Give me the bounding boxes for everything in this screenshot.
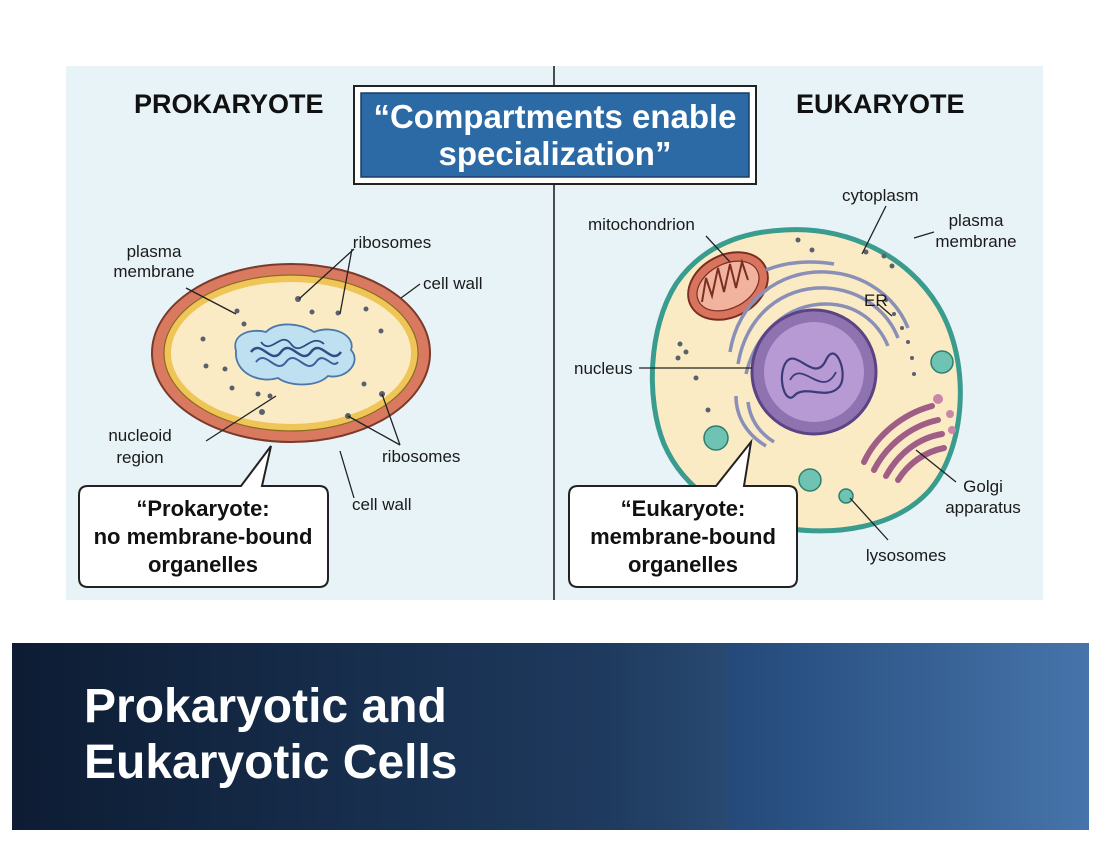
eukaryote-cell: cytoplasm plasma membrane mitochondrion … [574,186,1021,565]
prokaryote-leader-lines [185,248,421,499]
label-nucleus: nucleus [574,359,633,378]
eukaryote-callout-line1: “Eukaryote: [621,496,746,521]
banner-text-line1: “Compartments enable [373,98,736,135]
prokaryote-heading: PROKARYOTE [134,89,324,119]
eukaryote-leader-lines [639,205,957,541]
prokaryote-callout: “Prokaryote: no membrane-bound organelle… [78,445,329,588]
label-golgi-apparatus: apparatus [945,498,1021,517]
label-golgi-apparatus: Golgi [963,477,1003,496]
label-cell-wall-bottom: cell wall [352,495,412,514]
golgi-apparatus [861,403,947,483]
slide-title-bar: Prokaryotic and Eukaryotic Cells [12,643,1089,830]
slide-title-line1: Prokaryotic and [84,680,447,733]
label-er: ER [864,291,888,310]
dna-strand [249,346,343,358]
slide-title: Prokaryotic and Eukaryotic Cells [84,679,458,791]
prokaryote-callout-line2: no membrane-bound [94,524,313,549]
prokaryote-ribosomes [200,296,385,419]
label-mitochondrion: mitochondrion [588,215,695,234]
label-plasma-membrane: plasma [949,211,1004,230]
cell-comparison-diagram: PROKARYOTE EUKARYOTE “Compartments enabl… [66,66,1043,600]
label-plasma-membrane: membrane [113,262,194,281]
label-nucleoid-region: region [116,448,163,467]
eukaryote-heading: EUKARYOTE [796,89,965,119]
prokaryote-callout-line1: “Prokaryote: [136,496,269,521]
slide-title-line2: Eukaryotic Cells [84,736,458,789]
dna-strand [255,356,339,368]
label-ribosomes-bottom: ribosomes [382,447,460,466]
lysosomes [703,350,954,504]
label-nucleoid-region: nucleoid [108,426,171,445]
label-plasma-membrane: plasma [127,242,182,261]
label-cytoplasm: cytoplasm [842,186,919,205]
eukaryote-callout-line2: membrane-bound [590,524,776,549]
banner-text-line2: specialization” [439,135,672,172]
mitochondrion [687,251,769,321]
golgi-vesicles [933,394,956,434]
eukaryote-callout-line3: organelles [628,552,738,577]
compartments-banner: “Compartments enable specialization” [353,85,757,185]
nucleoid-region [234,323,356,386]
dna-strand [260,338,325,350]
nucleus [750,308,878,436]
eukaryote-callout: “Eukaryote: membrane-bound organelles [568,438,798,588]
label-ribosomes-top: ribosomes [353,233,431,252]
label-lysosomes: lysosomes [866,546,946,565]
prokaryote-callout-line3: organelles [148,552,258,577]
label-cell-wall-top: cell wall [423,274,483,293]
er-ribosomes [884,298,916,376]
title-bar-accent-panel [728,643,1089,830]
prokaryote-cell: plasma membrane ribosomes cell wall nucl… [108,233,482,514]
label-plasma-membrane: membrane [935,232,1016,251]
